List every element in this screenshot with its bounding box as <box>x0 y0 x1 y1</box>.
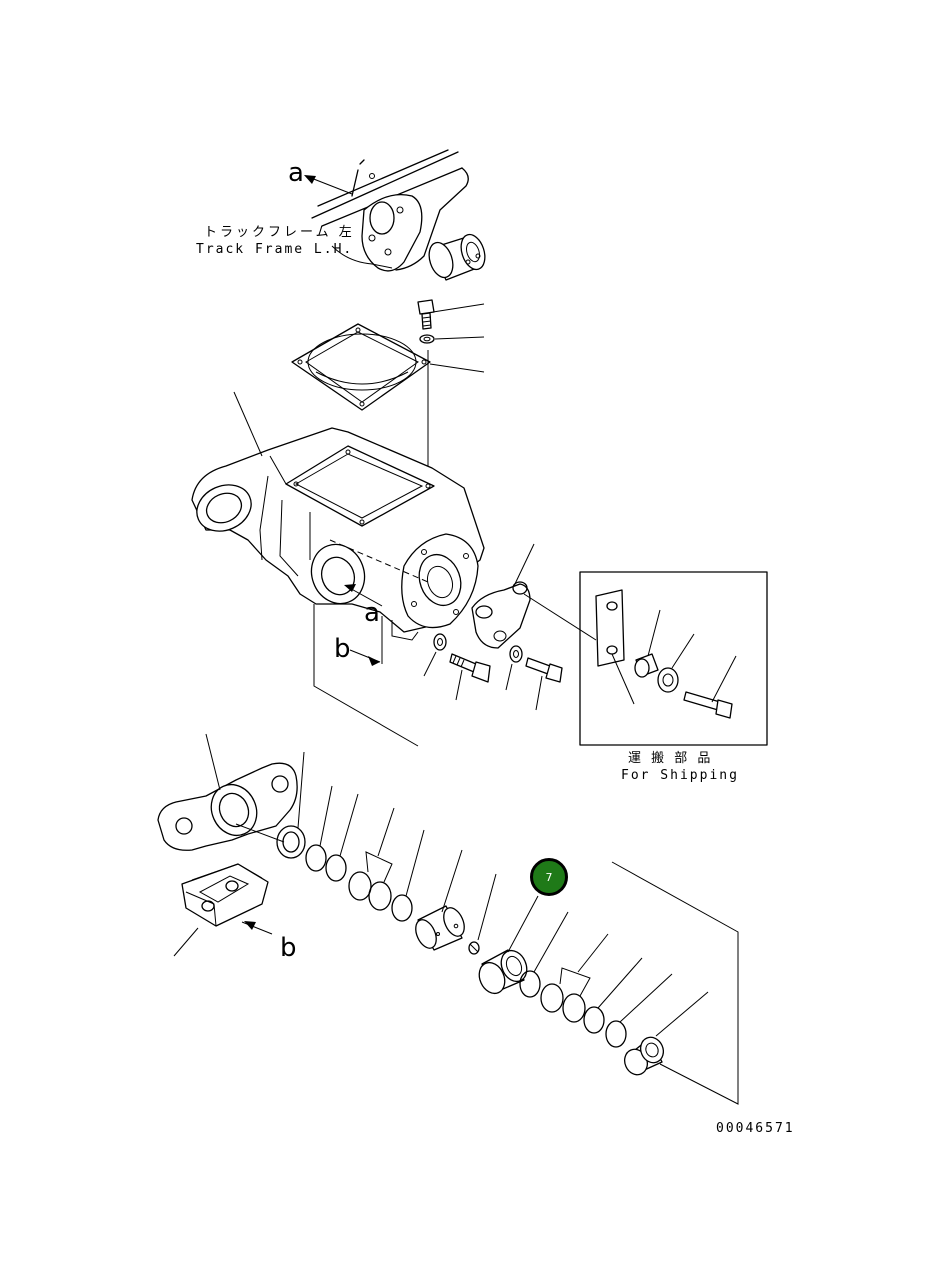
frame-pin-part <box>428 233 486 281</box>
lock-plate-part <box>471 581 531 649</box>
ring-8 <box>562 993 586 1023</box>
view-b-label-mid: b <box>334 634 351 664</box>
ring-5 <box>391 894 413 922</box>
shipping-label-jp: 運 搬 部 品 <box>628 751 714 766</box>
drawing-number: 00046571 <box>716 1121 795 1136</box>
bushing-part-7 <box>478 949 528 995</box>
shipping-parts-box <box>579 571 768 746</box>
cover-plate-part <box>291 323 431 411</box>
ring-2 <box>325 854 347 882</box>
seal-right-part <box>623 1036 665 1076</box>
link-plate-part <box>157 762 298 851</box>
side-washer-2-part <box>509 645 523 663</box>
side-bolt-2-part <box>525 657 563 683</box>
ring-1 <box>305 844 327 872</box>
plug-part <box>468 941 480 955</box>
callout-badge-7[interactable]: 7 <box>530 858 568 896</box>
ring-3 <box>348 871 372 901</box>
bracket-part <box>181 863 269 927</box>
side-washer-part <box>433 633 447 651</box>
bogie-body-part <box>191 427 485 641</box>
ring-4 <box>368 881 392 911</box>
ring-9 <box>583 1006 605 1034</box>
cover-bolt-part <box>417 299 435 330</box>
callout-number: 7 <box>545 870 553 884</box>
shipping-label-en: For Shipping <box>621 768 739 783</box>
ring-10 <box>605 1020 627 1048</box>
track-frame-label-jp: トラックフレーム 左 <box>204 225 355 240</box>
view-a-label-top: a <box>288 158 304 188</box>
center-pin-part <box>415 905 465 951</box>
ring-6 <box>519 970 541 998</box>
ring-7 <box>540 983 564 1013</box>
track-frame-label-en: Track Frame L.H. <box>196 242 354 257</box>
cover-washer-part <box>419 334 435 344</box>
side-bolt-part <box>449 653 491 683</box>
track-frame-part <box>311 149 469 272</box>
view-a-label-mid: a <box>364 598 380 628</box>
view-b-label-low: b <box>280 933 297 963</box>
seal-left-part <box>276 825 306 859</box>
